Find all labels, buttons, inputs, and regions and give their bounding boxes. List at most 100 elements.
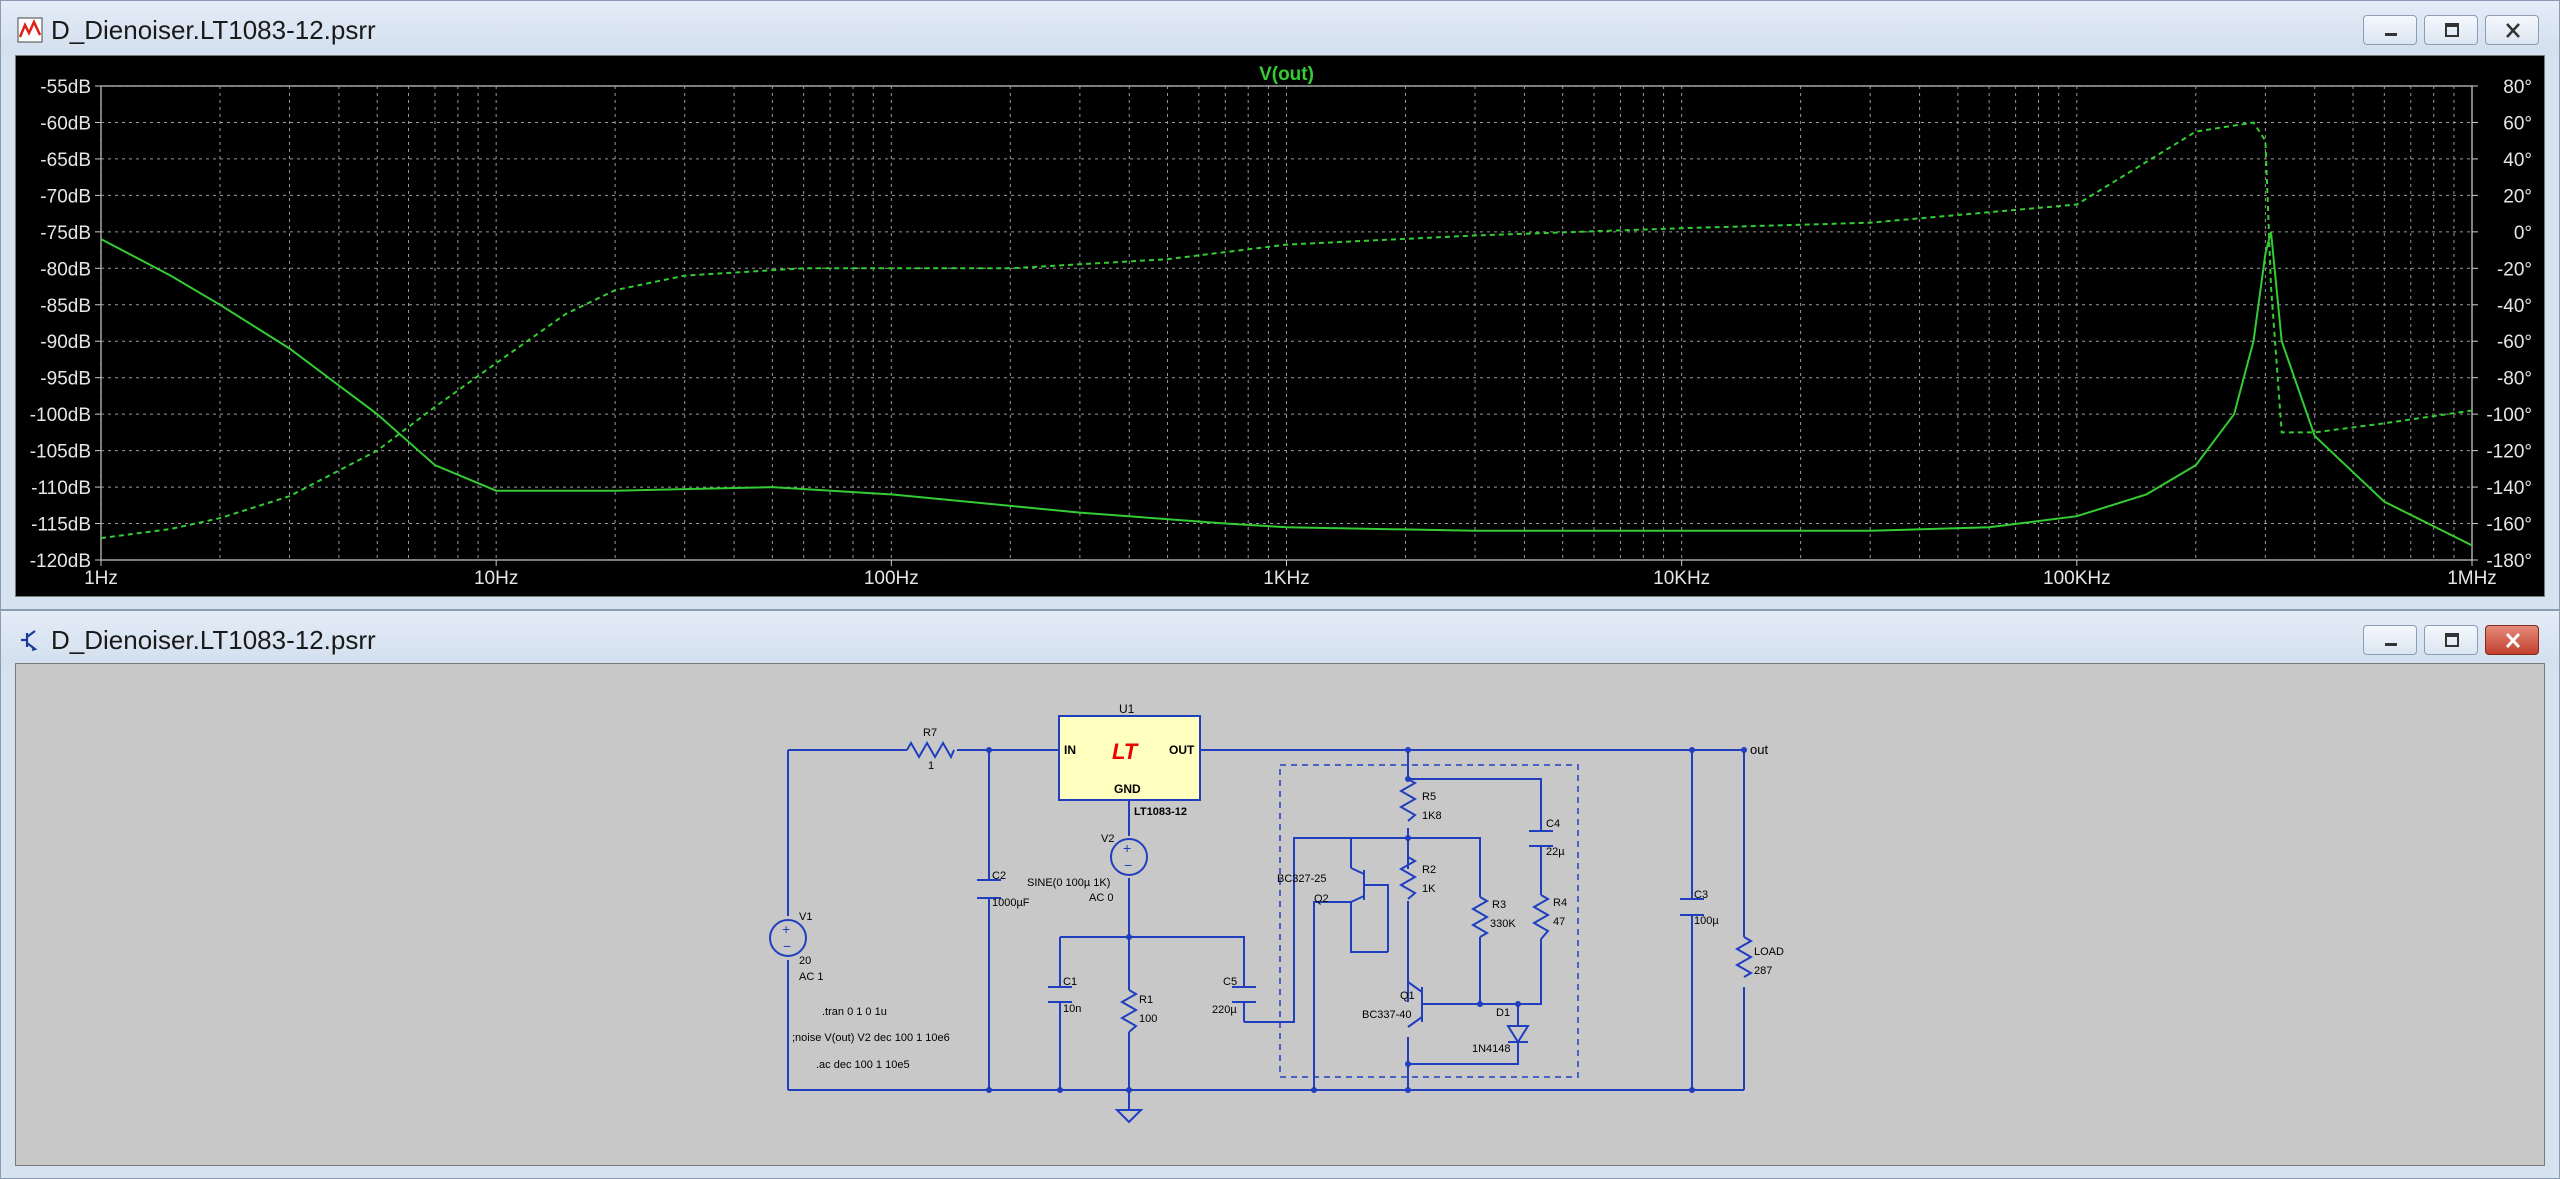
r7-resistor[interactable] <box>906 740 955 760</box>
y-tick-label-left: -110dB <box>31 478 91 499</box>
x-tick-label: 100KHz <box>2043 568 2111 589</box>
maximize-icon <box>2445 23 2459 37</box>
minimize-icon <box>2385 643 2397 646</box>
q1-transistor[interactable] <box>1407 981 1432 1028</box>
ground-symbol <box>1114 1109 1144 1124</box>
c3-capacitor[interactable] <box>1680 898 1704 916</box>
y-tick-label-left: -90dB <box>40 332 91 353</box>
y-tick-label-right: -160° <box>2486 515 2532 536</box>
r1-value: 100 <box>1139 1013 1157 1025</box>
filter-enclosure <box>1279 764 1579 1078</box>
q2-transistor[interactable] <box>1350 867 1389 952</box>
y-tick-label-left: -85dB <box>40 296 91 317</box>
close-icon <box>2506 23 2520 38</box>
d1-diode[interactable] <box>1506 1025 1530 1044</box>
maximize-button[interactable] <box>2424 15 2478 45</box>
plot-window-titlebar[interactable]: D_Dienoiser.LT1083-12.psrr <box>1 1 2559 55</box>
r7-value: 1 <box>928 760 934 772</box>
v1-ref: V1 <box>799 911 812 923</box>
chart-title: V(out) <box>1259 64 1314 85</box>
c1-capacitor[interactable] <box>1048 986 1072 1003</box>
schematic-window-title: D_Dienoiser.LT1083-12.psrr <box>51 625 376 655</box>
minimize-button[interactable] <box>2363 625 2417 655</box>
y-tick-label-right: -80° <box>2497 369 2532 390</box>
v2-ref: V2 <box>1101 833 1114 845</box>
schematic-pane[interactable]: U1 IN OUT GND LT LT1083-12 R7 1 C2 1000µ… <box>15 663 2545 1166</box>
c2-value: 1000µF <box>992 897 1030 909</box>
phase-trace <box>100 121 2473 540</box>
x-tick-label: 1Hz <box>84 568 118 589</box>
c2-capacitor[interactable] <box>977 879 1001 899</box>
r1-resistor[interactable] <box>1119 989 1139 1033</box>
plot-pane[interactable]: -55dB-60dB-65dB-70dB-75dB-80dB-85dB-90dB… <box>15 55 2545 597</box>
schematic-canvas[interactable]: U1 IN OUT GND LT LT1083-12 R7 1 C2 1000µ… <box>16 664 2546 1156</box>
u1-pin-gnd: GND <box>1114 782 1141 796</box>
r2-value: 1K <box>1422 883 1436 895</box>
r3-resistor[interactable] <box>1470 896 1490 938</box>
c4-capacitor[interactable] <box>1529 830 1553 847</box>
y-tick-label-right: -20° <box>2497 259 2532 280</box>
q2-value: BC327-25 <box>1277 873 1327 885</box>
c5-value: 220µ <box>1212 1004 1237 1016</box>
d1-ref: D1 <box>1496 1007 1510 1019</box>
r4-value: 47 <box>1553 916 1565 928</box>
r4-ref: R4 <box>1553 897 1567 909</box>
y-tick-label-right: -180° <box>2486 551 2532 572</box>
close-button[interactable] <box>2485 15 2539 45</box>
c1-ref: C1 <box>1063 976 1077 988</box>
u1-regulator[interactable] <box>1058 715 1201 801</box>
r5-resistor[interactable] <box>1398 778 1418 822</box>
r5-value: 1K8 <box>1422 810 1442 822</box>
y-tick-label-left: -75dB <box>40 223 91 244</box>
plot-window[interactable]: D_Dienoiser.LT1083-12.psrr -55dB-60dB-65… <box>0 0 2560 610</box>
close-icon <box>2505 632 2521 649</box>
maximize-icon <box>2445 633 2459 647</box>
u1-pin-in: IN <box>1064 743 1076 757</box>
v2-source[interactable] <box>1110 838 1148 876</box>
y-tick-label-right: -100° <box>2486 405 2532 426</box>
c4-value: 22µ <box>1546 846 1565 858</box>
x-tick-label: 100Hz <box>864 568 919 589</box>
maximize-button[interactable] <box>2424 625 2478 655</box>
net-label-out: out <box>1750 742 1768 757</box>
y-tick-label-right: 60° <box>2503 113 2532 134</box>
c3-value: 100µ <box>1694 915 1719 927</box>
r5-ref: R5 <box>1422 791 1436 803</box>
minimize-button[interactable] <box>2363 15 2417 45</box>
v1-source[interactable] <box>769 919 807 957</box>
r4-resistor[interactable] <box>1531 894 1551 940</box>
x-tick-label: 1KHz <box>1263 568 1309 589</box>
directive-ac[interactable]: .ac dec 100 1 10e5 <box>816 1059 910 1071</box>
v2-ac: AC 0 <box>1089 892 1113 904</box>
directive-tran[interactable]: .tran 0 1 0 1u <box>822 1006 887 1018</box>
y-tick-label-left: -60dB <box>40 113 91 134</box>
c5-capacitor[interactable] <box>1232 986 1256 1003</box>
r2-resistor[interactable] <box>1398 856 1418 900</box>
q1-value: BC337-40 <box>1362 1009 1412 1021</box>
v2-plus: + <box>1123 840 1131 856</box>
v1-ac: AC 1 <box>799 971 823 983</box>
c5-ref: C5 <box>1223 976 1237 988</box>
y-tick-label-left: -120dB <box>30 551 91 572</box>
load-resistor[interactable] <box>1734 936 1754 978</box>
u1-ref: U1 <box>1119 702 1135 716</box>
u1-value: LT1083-12 <box>1134 806 1187 818</box>
wires <box>787 749 1745 1110</box>
lt-logo: LT <box>1112 739 1139 764</box>
c3-ref: C3 <box>1694 889 1708 901</box>
y-tick-label-left: -55dB <box>40 77 91 98</box>
q1-ref: Q1 <box>1400 990 1415 1002</box>
directive-noise[interactable]: ;noise V(out) V2 dec 100 1 10e6 <box>792 1032 950 1044</box>
y-tick-label-right: -60° <box>2497 332 2532 353</box>
y-tick-label-left: -95dB <box>40 369 91 390</box>
x-tick-label: 1MHz <box>2447 568 2497 589</box>
close-button[interactable] <box>2485 625 2539 655</box>
x-tick-label: 10KHz <box>1653 568 1710 589</box>
schematic-window-titlebar[interactable]: D_Dienoiser.LT1083-12.psrr <box>1 611 2559 665</box>
y-tick-label-right: 20° <box>2503 186 2532 207</box>
y-tick-label-right: 0° <box>2514 223 2532 244</box>
r7-ref: R7 <box>923 727 937 739</box>
schematic-window[interactable]: D_Dienoiser.LT1083-12.psrr <box>0 610 2560 1179</box>
psrr-chart[interactable]: -55dB-60dB-65dB-70dB-75dB-80dB-85dB-90dB… <box>16 56 2546 598</box>
r1-ref: R1 <box>1139 994 1153 1006</box>
